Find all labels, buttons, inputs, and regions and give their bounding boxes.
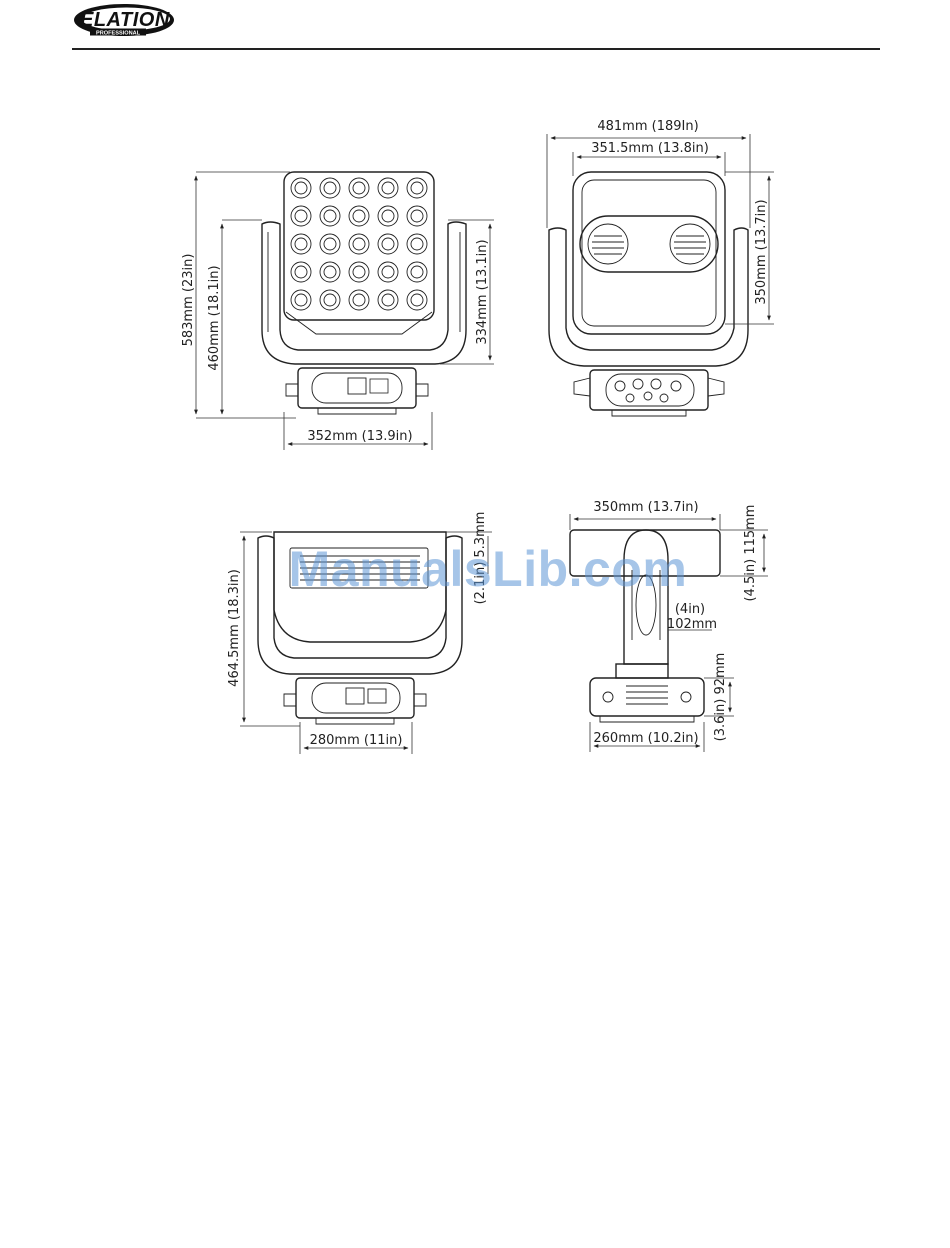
tilted-height-label: 464.5mm (18.3in) xyxy=(227,569,242,687)
tilted-base-width-label: 280mm (11in) xyxy=(310,733,403,748)
front-head-height-label: 334mm (13.1in) xyxy=(475,239,490,344)
side-arm-width-in-label: (4in) xyxy=(675,602,705,617)
front-view: 583mm (23in) 460mm (18.1in) 334mm (13.1i… xyxy=(181,172,494,450)
rear-view: 481mm (189In) 351.5mm (13.8in) 350mm (13… xyxy=(547,119,774,416)
front-base-width-label: 352mm (13.9in) xyxy=(307,429,412,444)
side-head-depth-label: 350mm (13.7in) xyxy=(593,500,698,515)
front-height-yoke-label: 460mm (18.1in) xyxy=(207,265,222,370)
tilted-partial-label: (2.1in) 5.3mm xyxy=(473,512,488,605)
side-view: 350mm (13.7in) (4.5in) 115mm (4in) 102mm… xyxy=(570,500,768,752)
rear-head-height-label: 350mm (13.7in) xyxy=(754,199,769,304)
rear-head-width-label: 351.5mm (13.8in) xyxy=(591,141,709,156)
front-height-total-label: 583mm (23in) xyxy=(181,254,196,347)
side-head-height-label: (4.5in) 115mm xyxy=(743,505,758,602)
rear-width-total-label: 481mm (189In) xyxy=(597,119,698,134)
led-grid xyxy=(291,178,427,310)
side-arm-width-mm-label: 102mm xyxy=(667,617,717,632)
front-tilted-view: 464.5mm (18.3in) (2.1in) 5.3mm 280mm (11… xyxy=(227,512,492,754)
side-base-height-label: (3.6in) 92mm xyxy=(713,653,728,742)
side-base-width-label: 260mm (10.2in) xyxy=(593,731,698,746)
